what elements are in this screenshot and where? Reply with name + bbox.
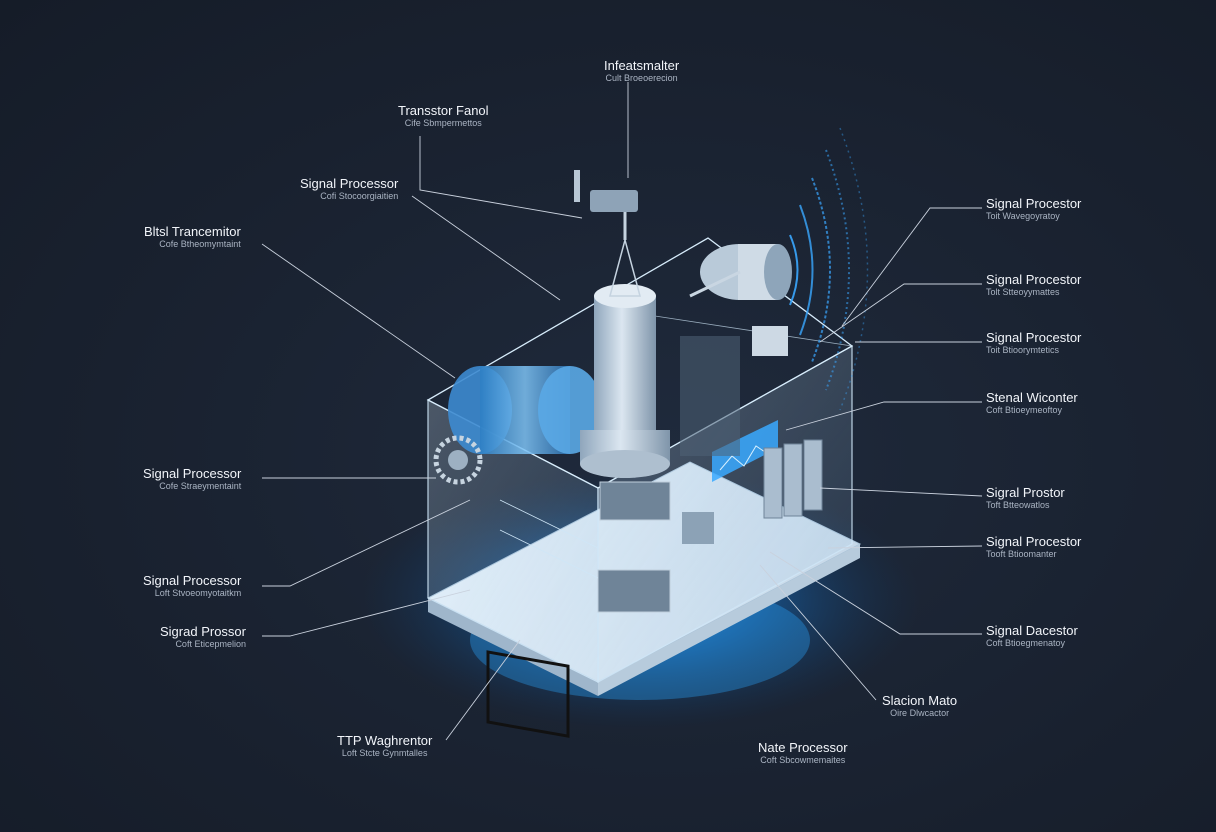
leader-right-2 — [819, 283, 982, 343]
leader-lines — [261, 82, 983, 741]
leader-right-5 — [819, 487, 983, 497]
callout-title: Signal Procestor — [986, 272, 1082, 287]
leader-left-5 — [262, 589, 471, 637]
internal-components — [433, 127, 869, 738]
callout-subtitle: Toit Btioorymtetics — [986, 344, 1060, 355]
callout-subtitle: Coft Btioeymeoftoy — [986, 404, 1063, 415]
callout-left-3: Signal Processor Cofe Straeymentaint — [143, 467, 241, 491]
callout-title: Infeatsmalter — [604, 58, 680, 73]
callout-right-7: Signal Dacestor Coft Btioegmenatoy — [986, 624, 1078, 648]
callout-title: Signal Procestor — [986, 196, 1082, 211]
callout-subtitle: Cife Sbmpermettos — [404, 117, 482, 128]
leader-right-4 — [785, 401, 982, 431]
callout-subtitle: Tooft Btioomanter — [986, 548, 1057, 559]
callout-subtitle: Oire Dlwcactor — [890, 707, 950, 718]
callout-top-center: Infeatsmalter Cult Broeoerecion — [604, 59, 679, 83]
callout-bottom-center: Nate Processor Coft Sbcowmemaites — [758, 741, 848, 765]
callout-right-3: Signal Procestor Toit Btioorymtetics — [986, 331, 1081, 355]
callout-title: TTP Waghrentor — [337, 733, 433, 748]
callout-title: Signal Processor — [300, 176, 399, 191]
callout-subtitle: Coft Sbcowmemaites — [760, 754, 846, 765]
callout-right-1: Signal Procestor Toit Wavegoyratoy — [986, 197, 1081, 221]
callout-title: Sigrad Prossor — [160, 624, 246, 639]
leader-left-4 — [262, 499, 471, 587]
callout-subtitle: Cult Broeoerecion — [605, 72, 678, 83]
callout-right-4: Stenal Wiconter Coft Btioeymeoftoy — [986, 391, 1078, 415]
callout-subtitle: Toft Btteowatlos — [986, 499, 1050, 510]
callout-bottom-right: Slacion Mato Oire Dlwcactor — [882, 694, 957, 718]
callout-title: Sigral Prostor — [986, 485, 1065, 500]
callout-title: Stenal Wiconter — [986, 390, 1078, 405]
leader-bottom-left — [445, 639, 521, 741]
callout-title: Signal Procestor — [986, 330, 1082, 345]
callout-title: Signal Processor — [143, 466, 242, 481]
callout-title: Signal Procestor — [986, 534, 1082, 549]
callout-subtitle: Loft Stvoeomyotaitkm — [154, 587, 242, 598]
callout-right-2: Signal Procestor Tolt Stteoyymattes — [986, 273, 1081, 297]
callout-subtitle: Toit Wavegoyratoy — [986, 210, 1060, 221]
leader-top-left-1 — [419, 136, 583, 219]
callout-right-5: Sigral Prostor Toft Btteowatlos — [986, 486, 1065, 510]
leader-right-7 — [769, 551, 982, 635]
callout-subtitle: Cofe Btheomymtaint — [159, 238, 241, 249]
callout-title: Bltsl Trancemitor — [144, 224, 241, 239]
callout-right-6: Signal Procestor Tooft Btioomanter — [986, 535, 1081, 559]
callout-title: Signal Processor — [143, 573, 242, 588]
callout-title: Transstor Fanol — [398, 103, 489, 118]
callout-left-5: Sigrad Prossor Coft Eticepmelion — [160, 625, 246, 649]
callout-left-2: Bltsl Trancemitor Cofe Btheomymtaint — [144, 225, 241, 249]
callout-subtitle: Cofi Stocoorgiaitien — [320, 190, 399, 201]
leader-bottom-right — [759, 564, 877, 701]
callout-title: Slacion Mato — [882, 693, 958, 708]
callout-bottom-left: TTP Waghrentor Loft Stcte Gynmtalles — [337, 734, 432, 758]
callout-subtitle: Loft Stcte Gynmtalles — [341, 747, 428, 758]
callout-subtitle: Cofe Straeymentaint — [159, 480, 242, 491]
callout-title: Nate Processor — [758, 740, 848, 755]
leader-right-1 — [841, 207, 982, 327]
leader-left-1 — [411, 195, 561, 301]
callout-subtitle: Coft Eticepmelion — [175, 638, 246, 649]
leader-right-6 — [827, 545, 983, 549]
callout-top-left-1: Transstor Fanol Cife Sbmpermettos — [398, 104, 489, 128]
callout-left-1: Signal Processor Cofi Stocoorgiaitien — [300, 177, 398, 201]
leader-left-2 — [261, 243, 456, 379]
callout-subtitle: Coft Btioegmenatoy — [986, 637, 1066, 648]
callout-title: Signal Dacestor — [986, 623, 1078, 638]
callout-subtitle: Tolt Stteoyymattes — [986, 286, 1060, 297]
callout-left-4: Signal Processor Loft Stvoeomyotaitkm — [143, 574, 241, 598]
waveform-emitter-rings — [789, 127, 869, 411]
